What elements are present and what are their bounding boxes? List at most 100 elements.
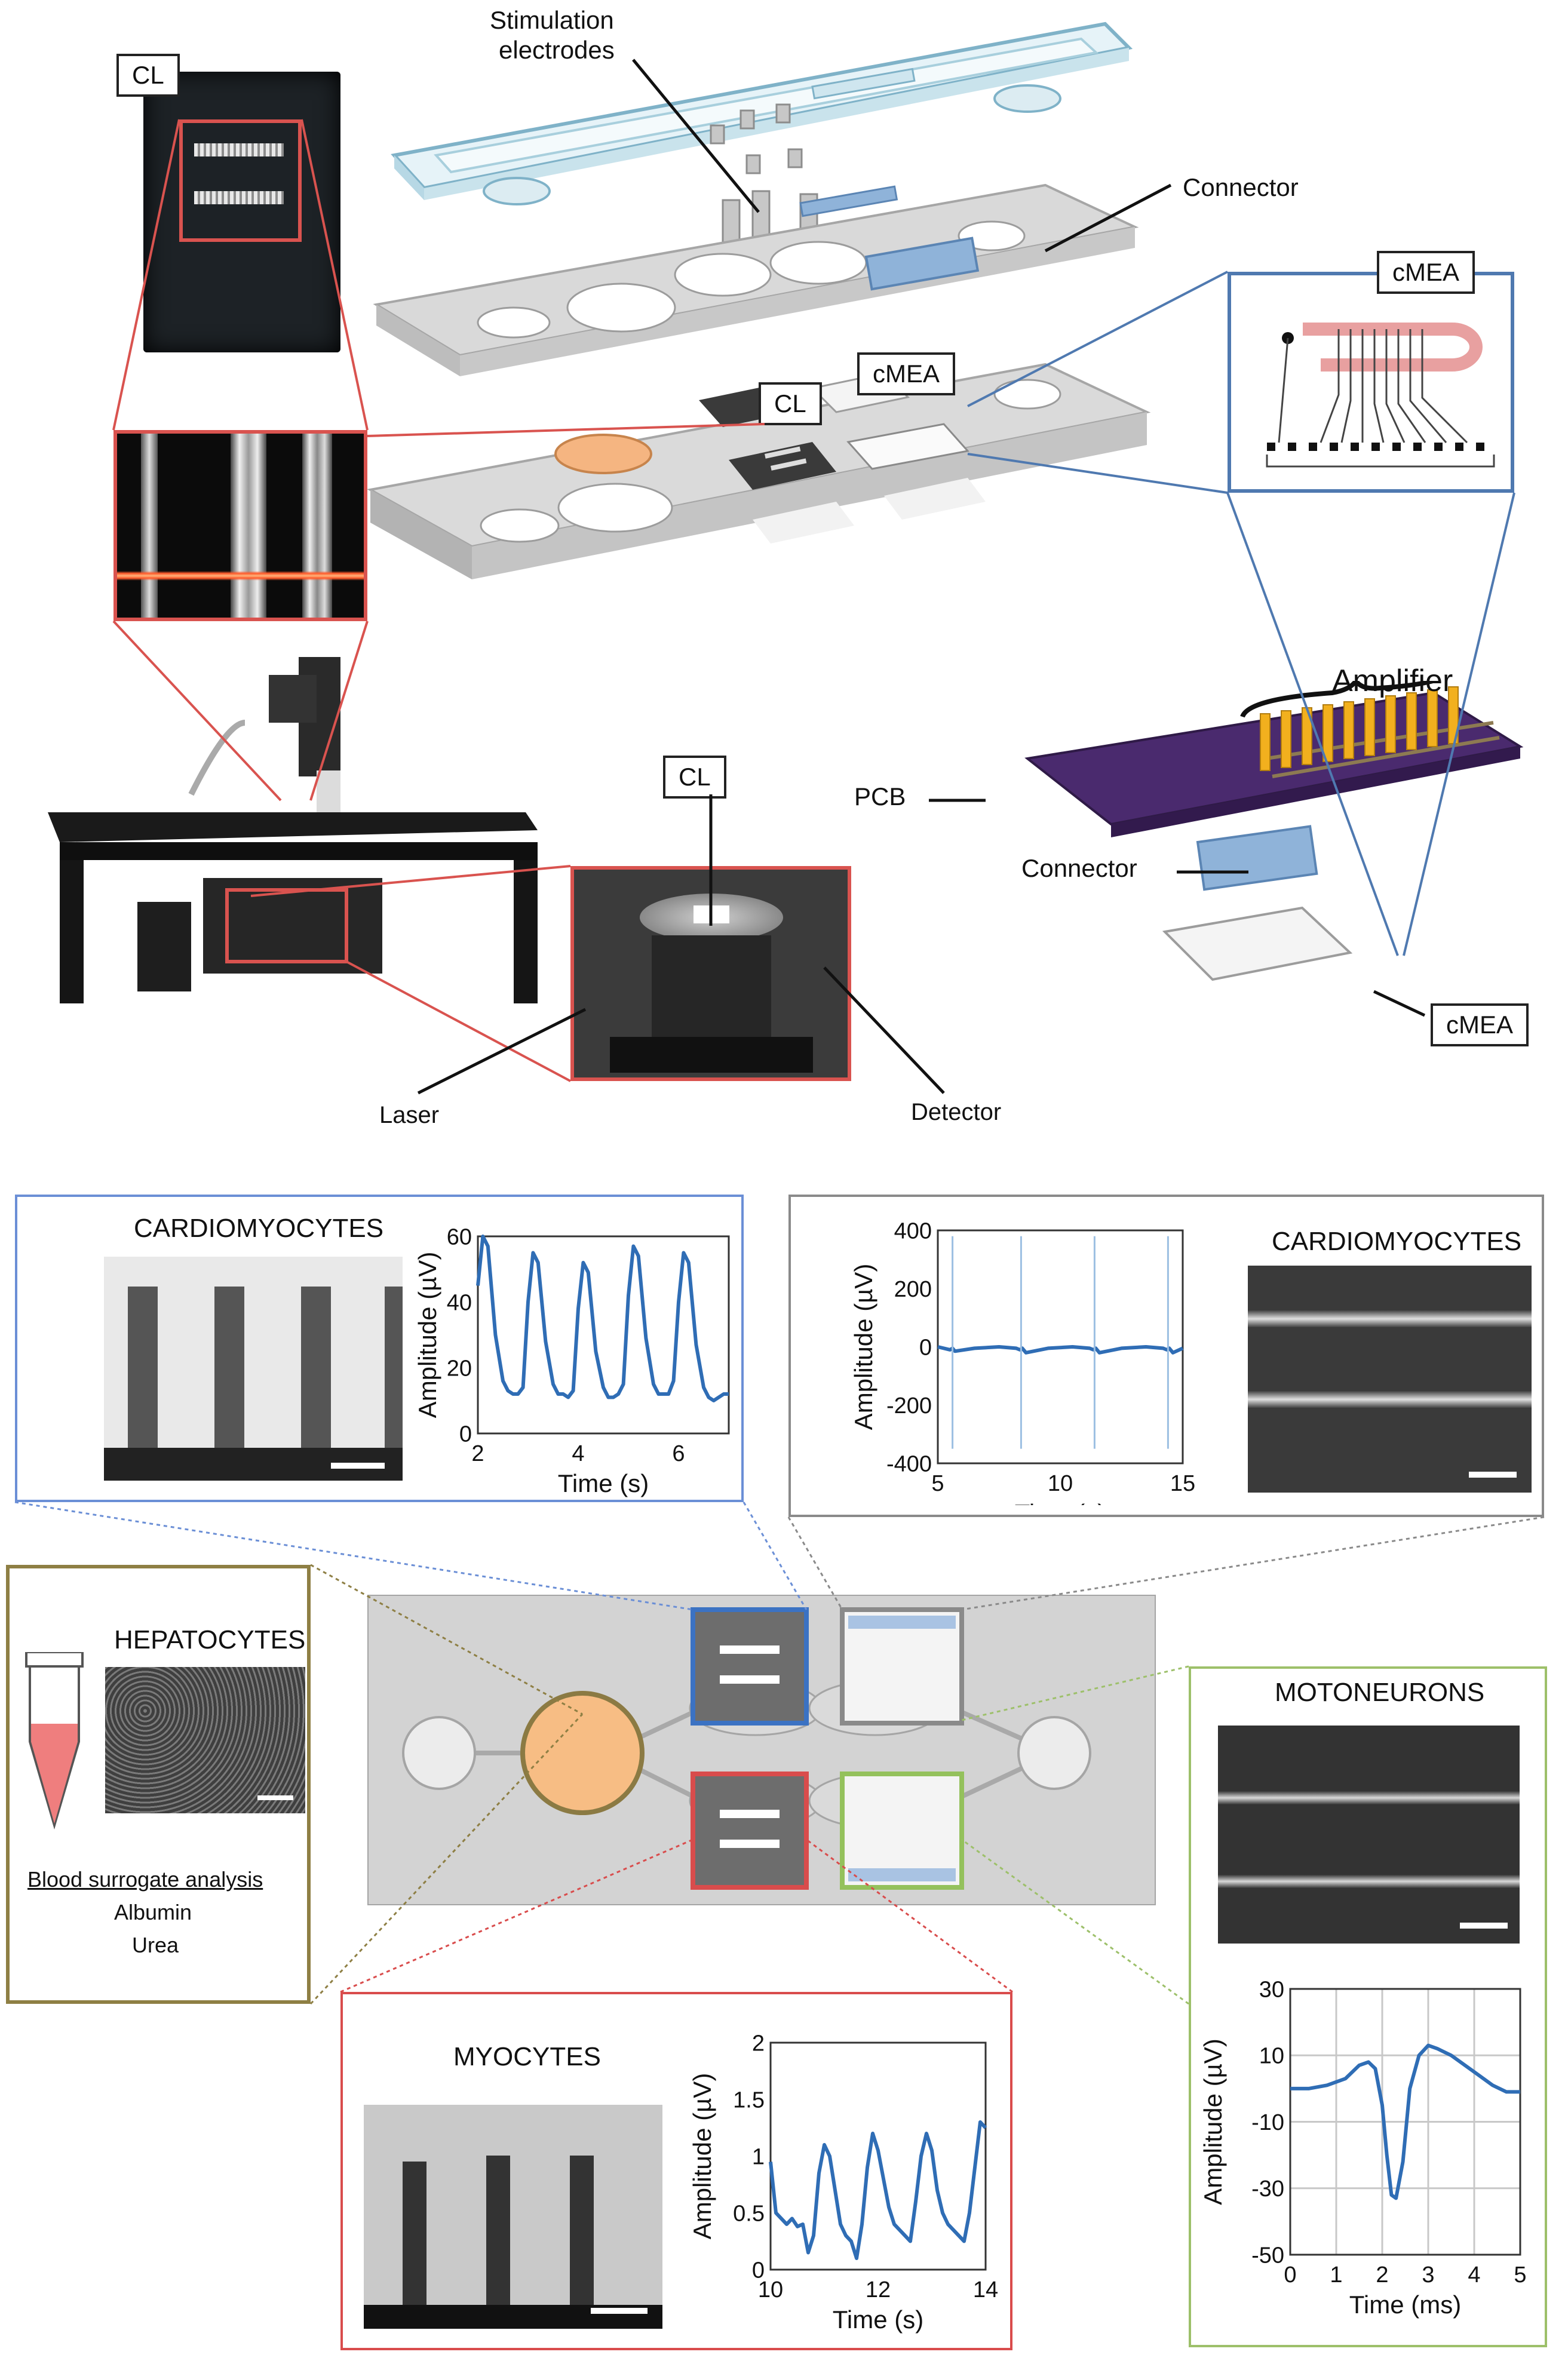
middle-layer-front (376, 305, 460, 376)
plot-frame (769, 2041, 987, 2271)
microscope-setup (48, 657, 538, 1003)
y-tick-label: 60 (447, 1224, 472, 1249)
microscope-objective (317, 770, 340, 812)
cmea-inset-pads (1267, 443, 1484, 451)
microscope-arm (188, 720, 246, 796)
connector-label-top: Connector (1183, 173, 1299, 201)
y-tick-label: 2 (752, 2031, 765, 2056)
bot-hole-2 (557, 483, 673, 533)
moto-micrograph (1218, 1726, 1520, 1944)
y-tick-label: -400 (886, 1451, 932, 1476)
bot-window-1 (753, 502, 854, 544)
stimulation-label-line1: Stimulation (490, 6, 614, 34)
laser-label: Laser (379, 1102, 440, 1128)
myo-scalebar (591, 2308, 648, 2314)
micro-strip-1 (141, 434, 158, 618)
chip-photo-cl (143, 72, 340, 352)
device-cl-red-stripe-2 (720, 1840, 780, 1848)
device-cmea-gray-connector (848, 1616, 956, 1629)
moto-scalebar (1460, 1923, 1508, 1929)
cardio-left-micrograph (104, 1257, 403, 1481)
bottom-layer-side (472, 412, 1147, 579)
y-tick-label: 0 (752, 2258, 765, 2283)
bottom-connector-lines (14, 1501, 1545, 2005)
stim-pin-4 (745, 154, 761, 174)
cl-chip-2-stripe-1 (765, 446, 801, 459)
lid-side (424, 48, 1129, 200)
chip-electrode-row-1 (194, 143, 284, 156)
x-tick-label: 6 (672, 1441, 685, 1466)
bot-hole-1 (480, 508, 560, 543)
y-axis-label: Amplitude (µV) (413, 1252, 441, 1419)
cardio-right-micrograph (1248, 1266, 1532, 1493)
stim-pin-1 (710, 124, 725, 145)
stage-highlight (225, 888, 348, 963)
x-axis-label: Time (ms) (1349, 2291, 1461, 2319)
table-leg-left (60, 860, 84, 1003)
moto-title: MOTONEURONS (1275, 1678, 1485, 1707)
panel-hepato: HEPATOCYTES Blood surrogate analysis Alb… (6, 1565, 311, 2004)
pcb-assembly (1024, 681, 1524, 981)
cardio-left-scalebar (331, 1463, 385, 1469)
mid-hole-2 (566, 283, 676, 333)
amplifier-label: Amplifier (1332, 664, 1453, 698)
detector-label: Detector (911, 1099, 1002, 1125)
hepato-title: HEPATOCYTES (114, 1625, 306, 1654)
bot-window-2 (884, 478, 986, 520)
optical-table-top (48, 812, 538, 842)
cmea-label-bottom: cMEA (1431, 1003, 1529, 1046)
y-tick-label: 40 (447, 1290, 472, 1315)
mid-hole-3 (674, 253, 772, 297)
hepato-micrograph (105, 1667, 305, 1813)
cardio-left-pillar-2 (214, 1287, 244, 1454)
bot-hole-3 (993, 379, 1061, 410)
series-line (769, 2120, 987, 2260)
cmea-inset-channel (1303, 323, 1483, 372)
cardio-right-title: CARDIOMYOCYTES (1272, 1227, 1522, 1256)
cardio-left-pillar-1 (128, 1287, 158, 1454)
y-tick-label: 1.5 (733, 2087, 765, 2113)
cardio-right-band-2 (1248, 1391, 1532, 1408)
device-well-orange (520, 1691, 645, 1815)
moto-band-2 (1218, 1875, 1520, 1888)
hepato-item-urea: Urea (132, 1933, 179, 1957)
pcb-connector-block (1196, 825, 1318, 891)
central-device (367, 1595, 1156, 1905)
x-tick-label: 10 (1048, 1471, 1073, 1496)
cardio-right-band-1 (1248, 1310, 1532, 1327)
series-line (476, 1235, 729, 1402)
cl-label-top-left: CL (116, 54, 180, 97)
plot-frame (477, 1235, 730, 1435)
pcb-board-edge (1111, 747, 1520, 837)
stage-under (203, 878, 382, 974)
y-axis-label: Amplitude (µV) (688, 2073, 716, 2240)
x-tick-label: 3 (1422, 2262, 1434, 2288)
device-cl-blue-stripe-2 (720, 1675, 780, 1684)
device-cl-red-stripe-1 (720, 1810, 780, 1818)
y-tick-label: 0 (919, 1335, 932, 1360)
stim-pin-2 (739, 109, 755, 130)
y-tick-label: 30 (1259, 1977, 1284, 2002)
x-tick-label: 5 (931, 1471, 944, 1496)
pcb-label: PCB (854, 782, 906, 810)
mid-hole-1 (477, 306, 551, 339)
series-line (937, 1345, 1184, 1355)
mid-hole-5 (958, 220, 1026, 251)
stage-base (610, 1037, 813, 1073)
y-tick-label: 200 (894, 1277, 932, 1302)
connector-label-pcb: Connector (1021, 854, 1137, 882)
series-line (1290, 2043, 1520, 2200)
cardio-left-pillar-3 (301, 1287, 331, 1454)
x-tick-label: 4 (572, 1441, 584, 1466)
connector-strip (799, 185, 898, 217)
top-connector-lines (112, 59, 1515, 1095)
chip-photo-window (179, 119, 302, 242)
cmea-chip-2 (846, 423, 969, 470)
x-axis-label: Time (s) (833, 2305, 923, 2334)
x-tick-label: 10 (758, 2277, 783, 2302)
stimulation-label-line2: electrodes (499, 36, 615, 64)
y-tick-label: 1 (752, 2144, 765, 2169)
lid-slot (811, 67, 916, 100)
